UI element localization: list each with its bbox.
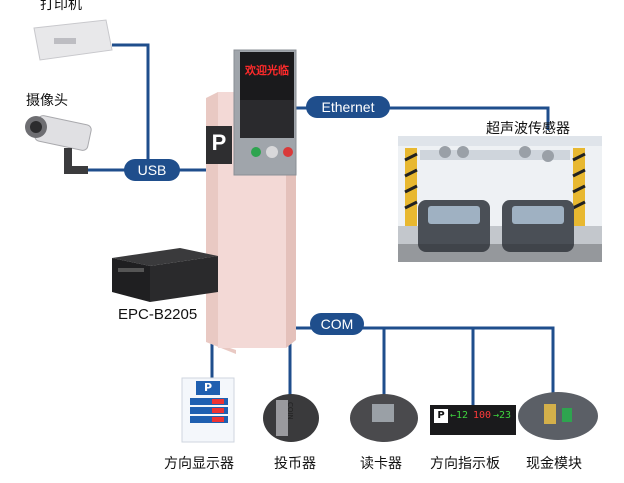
ethernet-pill: Ethernet — [306, 96, 390, 118]
controller-label: EPC-B2205 — [118, 306, 198, 323]
sign-board-p: P — [437, 410, 445, 421]
coin-label: 投币器 — [274, 456, 316, 472]
camera-device — [25, 115, 92, 174]
direction-display-device — [181, 377, 235, 443]
parking-sign: P — [211, 130, 227, 155]
ultrasonic-label: 超声波传感器 — [486, 121, 570, 137]
card-reader-label: 读卡器 — [360, 456, 402, 472]
com-pill: COM — [310, 313, 364, 335]
coin-acceptor-device — [263, 394, 319, 442]
sign-board-center: 100 — [473, 410, 492, 421]
printer-label: 打印机 — [40, 0, 82, 13]
parking-bay-scene — [398, 136, 602, 262]
controller-box — [112, 248, 218, 302]
led-welcome-text: 欢迎光临 — [245, 64, 289, 77]
display-panel-p: P — [203, 381, 213, 394]
coin-text: COIN — [286, 402, 294, 420]
display-label: 方向显示器 — [164, 456, 234, 472]
sign-board-right: →23 — [493, 410, 512, 421]
guide-board-device — [430, 405, 516, 435]
parking-terminal — [206, 49, 297, 354]
usb-pill: USB — [124, 159, 180, 181]
cash-module-device — [518, 392, 598, 440]
printer-line — [112, 43, 216, 172]
sign-board-left: ←12 — [450, 410, 469, 421]
cash-module-label: 现金模块 — [526, 456, 582, 472]
guide-board-label: 方向指示板 — [430, 456, 500, 472]
card-reader-device — [350, 394, 418, 442]
printer-device — [33, 19, 113, 61]
camera-label: 摄像头 — [26, 93, 68, 109]
